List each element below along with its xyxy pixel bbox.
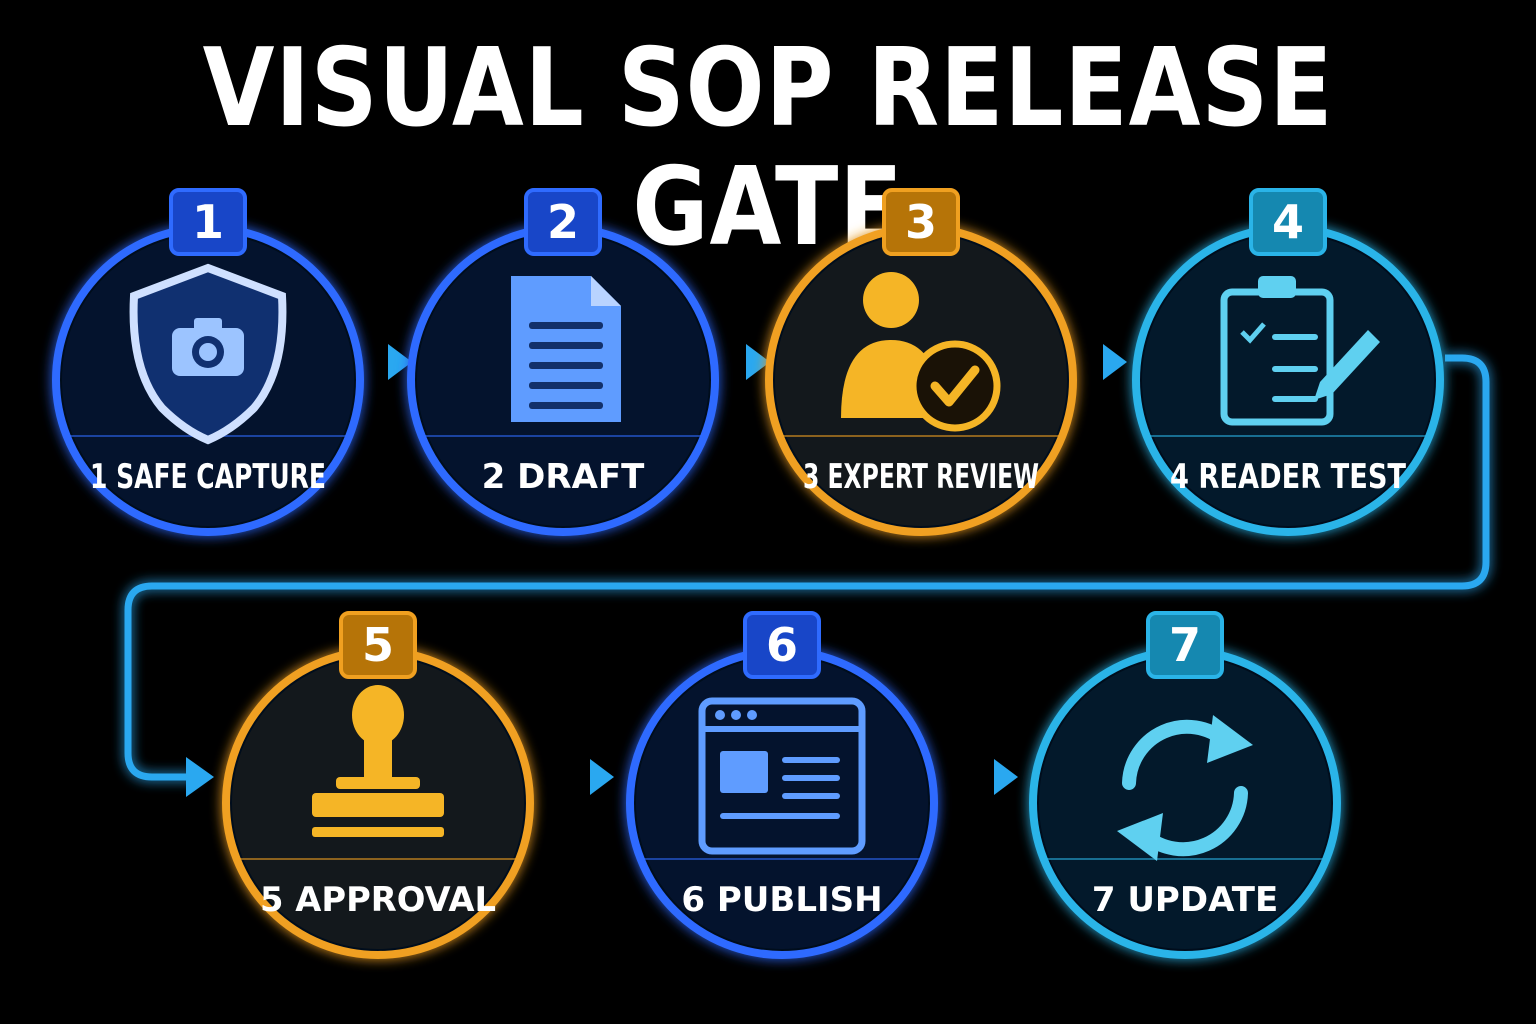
connector-4-to-5 <box>124 354 1490 797</box>
arrow-6-to-7 <box>942 759 1018 795</box>
arrow-1-to-2 <box>362 344 412 380</box>
document-icon <box>511 276 621 422</box>
step-label: 4 READER TEST <box>1170 457 1407 497</box>
step-label: 1 SAFE CAPTURE <box>90 457 326 497</box>
step-4: 4 READER TEST 4 <box>1132 188 1444 536</box>
shield-camera-icon <box>129 263 287 445</box>
step-number-badge: 3 <box>882 188 960 256</box>
page-title: VISUAL SOP RELEASE GATE <box>202 26 1334 270</box>
step-5: 5 APPROVAL 5 <box>222 611 534 959</box>
step-label: 7 UPDATE <box>1092 880 1278 920</box>
step-7: 7 UPDATE 7 <box>1029 611 1341 959</box>
arrow-3-to-4 <box>1077 344 1127 380</box>
step-label: 5 APPROVAL <box>260 880 496 920</box>
step-number: 4 <box>1272 195 1304 249</box>
step-number-badge: 1 <box>169 188 247 256</box>
step-number: 6 <box>766 618 798 672</box>
step-number: 2 <box>547 195 579 249</box>
step-number-badge: 7 <box>1146 611 1224 679</box>
step-number-badge: 6 <box>743 611 821 679</box>
step-3: 3 EXPERT REVIEW 3 <box>765 188 1077 536</box>
step-number: 5 <box>362 618 394 672</box>
step-number: 7 <box>1169 618 1201 672</box>
step-6: 6 PUBLISH 6 <box>626 611 938 959</box>
refresh-icon <box>1117 715 1253 861</box>
step-label: 3 EXPERT REVIEW <box>803 457 1039 497</box>
arrow-2-to-3 <box>718 344 770 380</box>
clipboard-pencil-icon <box>1220 276 1380 426</box>
browser-window-icon <box>698 697 866 855</box>
step-number: 3 <box>905 195 937 249</box>
stamp-icon <box>312 685 444 837</box>
step-1: 1 SAFE CAPTURE 1 <box>52 188 364 536</box>
step-number-badge: 2 <box>524 188 602 256</box>
step-label: 6 PUBLISH <box>681 880 882 920</box>
step-number-badge: 4 <box>1249 188 1327 256</box>
arrow-5-to-6 <box>538 759 614 795</box>
step-number: 1 <box>192 195 224 249</box>
person-check-icon <box>841 272 1001 432</box>
step-number-badge: 5 <box>339 611 417 679</box>
step-2: 2 DRAFT 2 <box>407 188 719 536</box>
step-label: 2 DRAFT <box>482 457 645 497</box>
